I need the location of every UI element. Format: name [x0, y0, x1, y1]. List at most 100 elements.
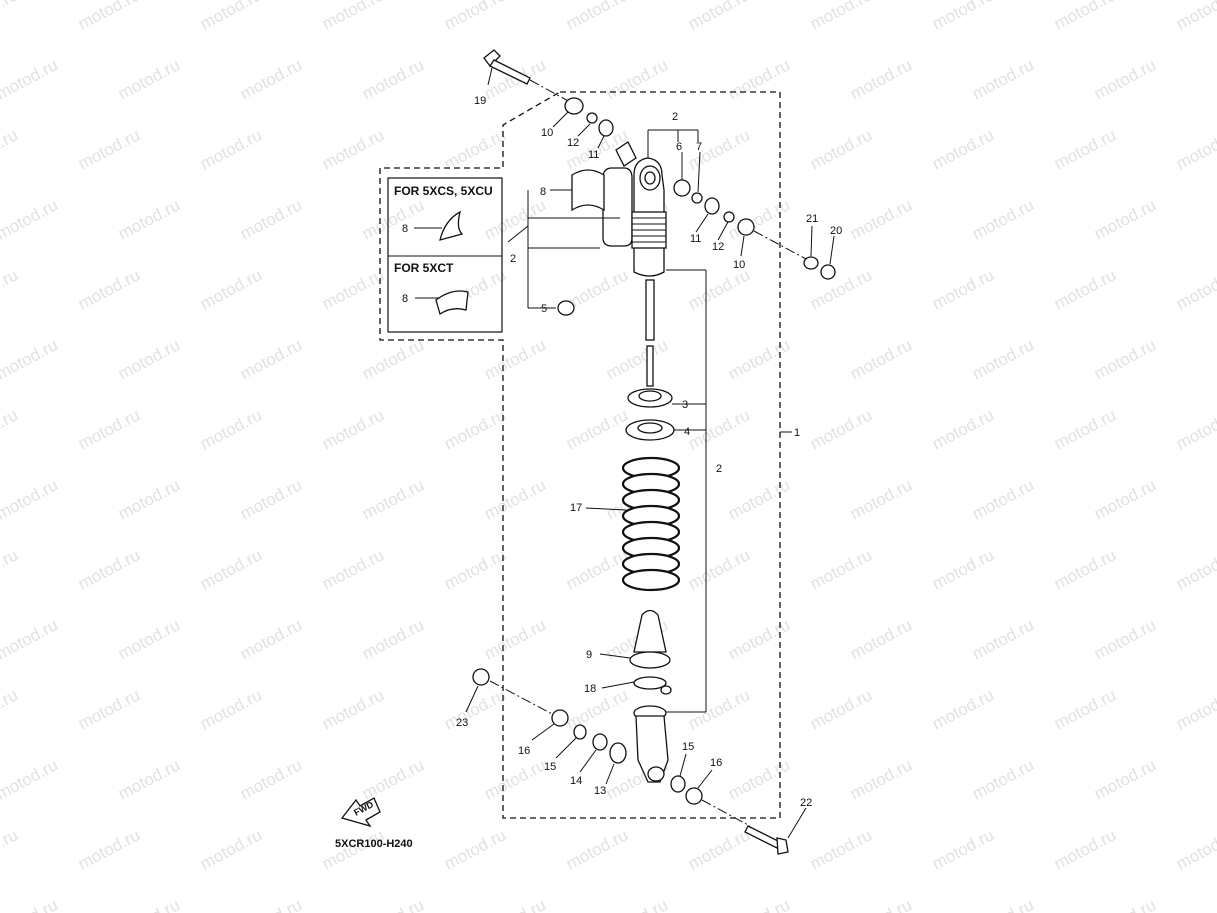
variant-box: FOR 5XCS, 5XCU FOR 5XCT — [387, 177, 503, 333]
watermark-text: motod.ru — [685, 685, 753, 733]
bolt-19 — [483, 49, 571, 103]
callout-8-box-a: 8 — [402, 223, 408, 235]
callout-23: 23 — [456, 717, 468, 729]
watermark-text: motod.ru — [319, 405, 387, 453]
watermark-text: motod.ru — [197, 825, 265, 873]
watermark-text: motod.ru — [929, 0, 997, 34]
watermark-text: motod.ru — [441, 0, 509, 34]
callout-5: 5 — [541, 303, 547, 315]
watermark-text: motod.ru — [115, 55, 183, 103]
watermark-text: motod.ru — [1051, 0, 1119, 34]
callout-7: 7 — [696, 141, 702, 153]
watermark-text: motod.ru — [359, 55, 427, 103]
watermark-text: motod.ru — [1213, 895, 1217, 913]
watermark-text: motod.ru — [1173, 405, 1217, 453]
watermark-text: motod.ru — [969, 195, 1037, 243]
watermark-text: motod.ru — [1213, 195, 1217, 243]
callout-2-right: 2 — [716, 463, 722, 475]
watermark-text: motod.ru — [481, 335, 549, 383]
watermark-text: motod.ru — [481, 895, 549, 913]
watermark-text: motod.ru — [1091, 55, 1159, 103]
spring-coil — [621, 568, 681, 592]
watermark-text: motod.ru — [969, 335, 1037, 383]
watermark-text: motod.ru — [0, 0, 21, 34]
callout-8-box-b: 8 — [402, 293, 408, 305]
bump-stop — [629, 609, 672, 695]
watermark-text: motod.ru — [197, 0, 265, 34]
watermark-text: motod.ru — [0, 405, 21, 453]
callout-20: 20 — [830, 225, 842, 237]
callout-8-main: 8 — [540, 186, 546, 198]
watermark-text: motod.ru — [1051, 125, 1119, 173]
watermark-text: motod.ru — [847, 475, 915, 523]
watermark-text: motod.ru — [359, 895, 427, 913]
callout-16-left: 16 — [518, 745, 530, 757]
watermark-text: motod.ru — [481, 475, 549, 523]
diagram-code: 5XCR100-H240 — [335, 838, 413, 850]
watermark-text: motod.ru — [1091, 895, 1159, 913]
watermark-text: motod.ru — [725, 55, 793, 103]
watermark-text: motod.ru — [197, 265, 265, 313]
watermark-text: motod.ru — [807, 0, 875, 34]
watermark-text: motod.ru — [929, 545, 997, 593]
watermark-text: motod.ru — [75, 0, 143, 34]
watermark-text: motod.ru — [847, 335, 915, 383]
watermark-text: motod.ru — [115, 615, 183, 663]
watermark-text: motod.ru — [685, 0, 753, 34]
watermark-text: motod.ru — [197, 125, 265, 173]
watermark-text: motod.ru — [0, 825, 21, 873]
watermark-text: motod.ru — [1051, 405, 1119, 453]
watermark-text: motod.ru — [75, 545, 143, 593]
callout-11-top: 11 — [588, 149, 599, 161]
watermark-text: motod.ru — [1173, 0, 1217, 34]
shock-body — [631, 157, 667, 387]
watermark-text: motod.ru — [807, 125, 875, 173]
watermark-text: motod.ru — [847, 755, 915, 803]
watermark-text: motod.ru — [115, 755, 183, 803]
fwd-arrow: FWD — [340, 797, 381, 828]
watermark-text: motod.ru — [1051, 685, 1119, 733]
watermark-text: motod.ru — [0, 475, 61, 523]
watermark-text: motod.ru — [359, 755, 427, 803]
collar-10-top — [564, 97, 584, 115]
watermark-text: motod.ru — [1091, 335, 1159, 383]
watermark-text: motod.ru — [847, 55, 915, 103]
watermark-text: motod.ru — [969, 755, 1037, 803]
watermark-text: motod.ru — [725, 475, 793, 523]
reservoir — [571, 141, 637, 247]
watermark-text: motod.ru — [237, 895, 305, 913]
assembly-outline — [379, 91, 781, 819]
watermark-text: motod.ru — [1091, 615, 1159, 663]
watermark-text: motod.ru — [1173, 265, 1217, 313]
callout-15-left: 15 — [544, 761, 556, 773]
watermark-text: motod.ru — [115, 195, 183, 243]
watermark-text: motod.ru — [1173, 545, 1217, 593]
watermark-text: motod.ru — [725, 195, 793, 243]
watermark-text: motod.ru — [685, 265, 753, 313]
watermark-text: motod.ru — [1213, 475, 1217, 523]
watermark-text: motod.ru — [237, 55, 305, 103]
watermark-text: motod.ru — [441, 405, 509, 453]
watermark-text: motod.ru — [1213, 615, 1217, 663]
watermark-text: motod.ru — [847, 195, 915, 243]
watermark-text: motod.ru — [481, 755, 549, 803]
watermark-text: motod.ru — [807, 825, 875, 873]
watermark-text: motod.ru — [237, 475, 305, 523]
watermark-text: motod.ru — [1091, 195, 1159, 243]
watermark-text: motod.ru — [441, 545, 509, 593]
callout-18: 18 — [584, 683, 596, 695]
watermark-text: motod.ru — [0, 545, 21, 593]
watermark-text: motod.ru — [969, 475, 1037, 523]
watermark-text: motod.ru — [0, 895, 61, 913]
watermark-text: motod.ru — [725, 615, 793, 663]
variant-title-a: FOR 5XCS, 5XCU — [394, 184, 493, 198]
nut-5 — [557, 300, 575, 316]
watermark-text: motod.ru — [1213, 755, 1217, 803]
watermark-text: motod.ru — [807, 685, 875, 733]
watermark-text: motod.ru — [563, 825, 631, 873]
watermark-text: motod.ru — [969, 895, 1037, 913]
callout-6: 6 — [676, 141, 682, 153]
callout-11-right: 11 — [690, 233, 701, 245]
watermark-text: motod.ru — [237, 755, 305, 803]
